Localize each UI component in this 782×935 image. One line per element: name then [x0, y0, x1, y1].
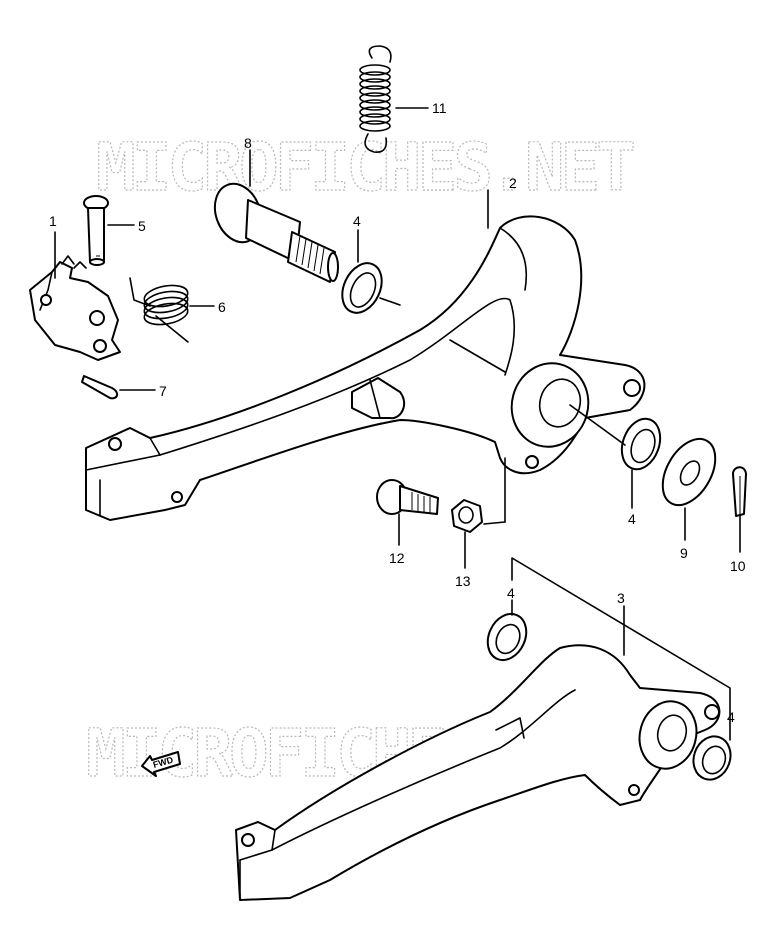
pin-part-5[interactable] [83, 195, 109, 266]
callout-4-upper: 4 [353, 213, 361, 229]
forward-arrow-icon: FWD [141, 751, 181, 777]
callout-6: 6 [218, 299, 226, 315]
callout-7: 7 [159, 383, 167, 399]
callout-4-lower-right: 4 [727, 709, 735, 725]
callout-13: 13 [455, 573, 471, 589]
callout-8: 8 [244, 135, 252, 151]
spring-part-11[interactable] [359, 45, 392, 154]
seal-part-4-upper[interactable] [335, 257, 390, 319]
pedal-arm-part-3[interactable] [235, 644, 721, 901]
watermark-top: MICROFICHES.NET [96, 129, 633, 206]
callout-9: 9 [680, 545, 688, 561]
seal-part-4-lower-left[interactable] [481, 608, 534, 667]
seal-part-4-right[interactable] [615, 413, 667, 474]
torsion-spring-part-6[interactable] [129, 277, 189, 343]
callout-12: 12 [389, 550, 405, 566]
callout-1: 1 [49, 213, 57, 229]
nut-part-13[interactable] [451, 499, 483, 533]
cotter-pin-part-7[interactable] [81, 375, 118, 400]
callout-2: 2 [509, 175, 517, 191]
callout-4-right: 4 [628, 511, 636, 527]
washer-part-9[interactable] [652, 430, 726, 514]
bolt-part-12[interactable] [376, 479, 439, 515]
callout-3: 3 [617, 590, 625, 606]
callout-4-lower-left: 4 [507, 585, 515, 601]
cotter-pin-part-10[interactable] [732, 466, 747, 517]
pivot-bolt-part-8[interactable] [207, 177, 339, 283]
brake-pedal-part-2[interactable] [85, 215, 646, 521]
callout-10: 10 [730, 558, 746, 574]
bracket-part-1[interactable] [29, 255, 121, 361]
seal-part-4-lower-right[interactable] [688, 731, 737, 785]
leader-lines [54, 107, 741, 741]
callout-5: 5 [138, 218, 146, 234]
callout-11: 11 [432, 100, 447, 116]
